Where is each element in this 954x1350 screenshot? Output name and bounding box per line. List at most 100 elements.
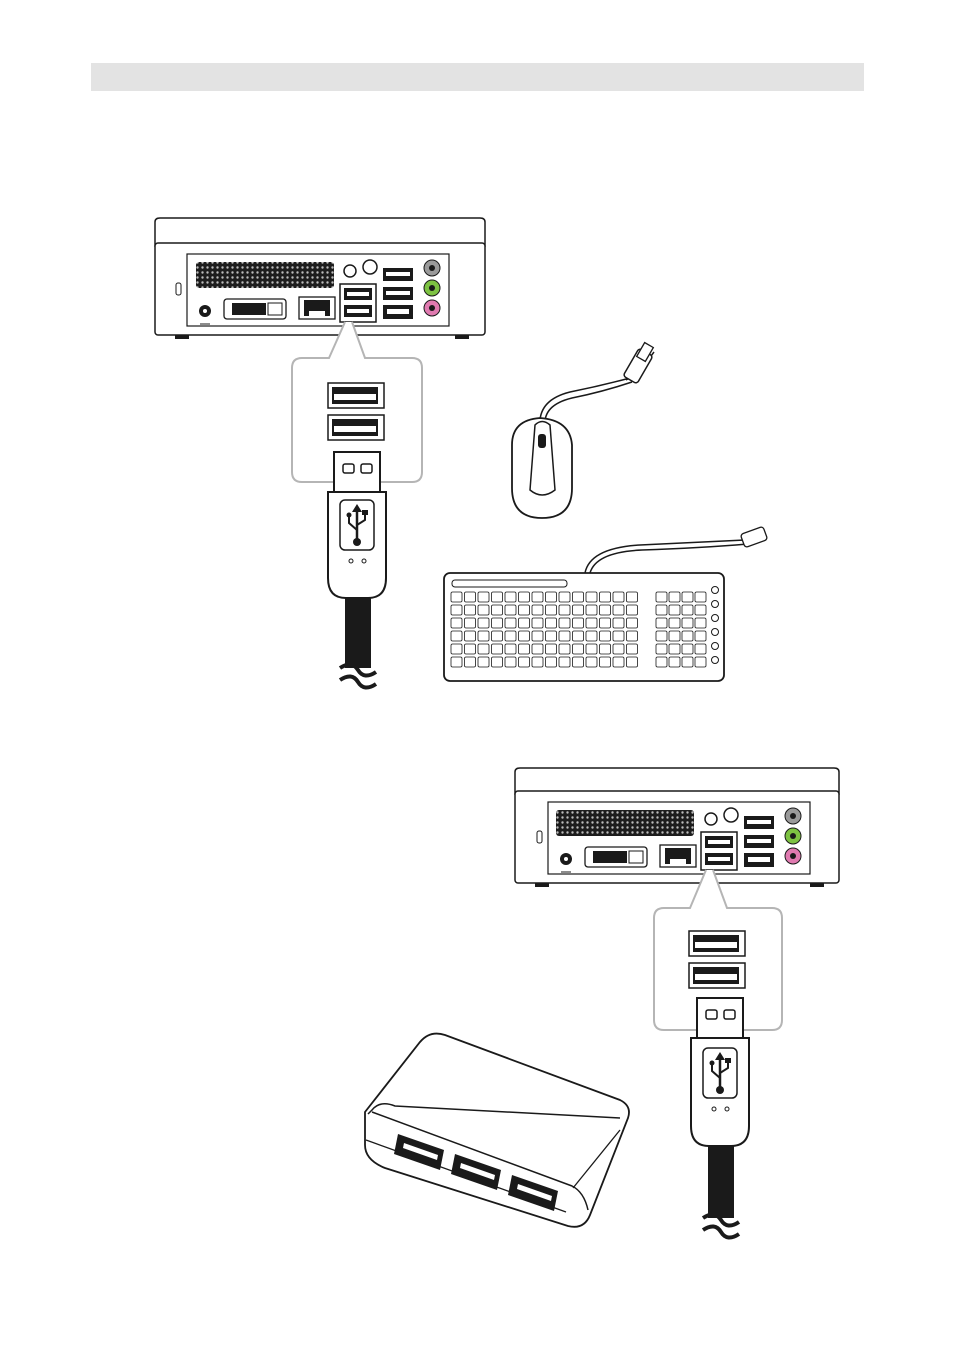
keyboard-key: [613, 618, 624, 628]
keyboard-key: [682, 644, 693, 654]
keyboard-key: [669, 644, 680, 654]
keyboard-key: [559, 644, 570, 654]
keyboard-key: [546, 618, 557, 628]
keyboard-key: [465, 631, 476, 641]
keyboard-key: [613, 605, 624, 615]
keyboard-key: [613, 644, 624, 654]
keyboard-key: [627, 657, 638, 667]
keyboard-key: [505, 592, 516, 602]
keyboard-key: [532, 631, 543, 641]
keyboard-key: [546, 592, 557, 602]
usb-mouse: [512, 343, 654, 518]
keyboard-key: [451, 592, 462, 602]
keyboard-key: [478, 657, 489, 667]
keyboard-key: [519, 592, 530, 602]
keyboard-key: [559, 657, 570, 667]
keyboard-key: [586, 618, 597, 628]
keyboard-key: [586, 657, 597, 667]
keyboard-key: [682, 592, 693, 602]
usb-hub: [365, 1034, 629, 1227]
keyboard-key: [573, 644, 584, 654]
keyboard-key: [505, 631, 516, 641]
keyboard-key: [682, 605, 693, 615]
keyboard-key: [656, 605, 667, 615]
keyboard-key: [600, 618, 611, 628]
keyboard-key: [559, 618, 570, 628]
keyboard-key: [505, 657, 516, 667]
keyboard-key: [613, 592, 624, 602]
keyboard-key: [451, 618, 462, 628]
keyboard-key: [600, 631, 611, 641]
keyboard-key: [505, 644, 516, 654]
keyboard-key: [695, 631, 706, 641]
keyboard-key: [546, 644, 557, 654]
keyboard-key: [627, 592, 638, 602]
keyboard-key: [600, 592, 611, 602]
keyboard-key: [586, 605, 597, 615]
keyboard-key: [451, 657, 462, 667]
keyboard-key: [573, 605, 584, 615]
keyboard-key: [519, 644, 530, 654]
keyboard-key: [532, 592, 543, 602]
usb-keyboard: [444, 526, 768, 681]
keyboard-key: [627, 605, 638, 615]
keyboard-key: [478, 644, 489, 654]
keyboard-key: [492, 618, 503, 628]
keyboard-key: [492, 657, 503, 667]
keyboard-key: [465, 657, 476, 667]
keyboard-key: [573, 631, 584, 641]
keyboard-key: [519, 618, 530, 628]
keyboard-key: [695, 618, 706, 628]
keyboard-key: [695, 592, 706, 602]
keyboard-key: [695, 657, 706, 667]
keyboard-key: [532, 644, 543, 654]
keyboard-key: [656, 644, 667, 654]
keyboard-key: [519, 605, 530, 615]
keyboard-key: [656, 631, 667, 641]
keyboard-key: [682, 657, 693, 667]
keyboard-key: [669, 657, 680, 667]
keyboard-key: [478, 631, 489, 641]
keyboard-key: [532, 657, 543, 667]
keyboard-key: [492, 605, 503, 615]
keyboard-key: [559, 592, 570, 602]
keyboard-key: [465, 618, 476, 628]
keyboard-key: [478, 592, 489, 602]
keyboard-key: [492, 644, 503, 654]
keyboard-key: [600, 644, 611, 654]
keyboard-key: [656, 592, 667, 602]
keyboard-key: [586, 592, 597, 602]
keyboard-key: [573, 618, 584, 628]
keyboard-key: [465, 592, 476, 602]
keyboard-key: [532, 605, 543, 615]
keyboard-key: [546, 657, 557, 667]
keyboard-key: [532, 618, 543, 628]
keyboard-key: [546, 605, 557, 615]
keyboard-key: [656, 618, 667, 628]
keyboard-key: [573, 657, 584, 667]
keyboard-key: [613, 657, 624, 667]
keyboard-key: [586, 631, 597, 641]
keyboard-key: [613, 631, 624, 641]
figure-2: [0, 700, 954, 1350]
keyboard-key: [451, 605, 462, 615]
keyboard-key: [451, 644, 462, 654]
keyboard-key: [465, 644, 476, 654]
keyboard-key: [669, 592, 680, 602]
keyboard-key: [682, 618, 693, 628]
keyboard-key: [465, 605, 476, 615]
keyboard-key: [695, 605, 706, 615]
keyboard-key: [478, 605, 489, 615]
keyboard-key: [519, 657, 530, 667]
usb-plug: [328, 452, 386, 688]
keyboard-key: [656, 657, 667, 667]
usb-plug: [691, 998, 749, 1238]
keyboard-key: [695, 644, 706, 654]
keyboard-key: [451, 631, 462, 641]
figure-1: [0, 0, 954, 700]
keyboard-key: [573, 592, 584, 602]
keyboard-key: [546, 631, 557, 641]
keyboard-key: [627, 618, 638, 628]
keyboard-key: [600, 605, 611, 615]
keyboard-key: [682, 631, 693, 641]
